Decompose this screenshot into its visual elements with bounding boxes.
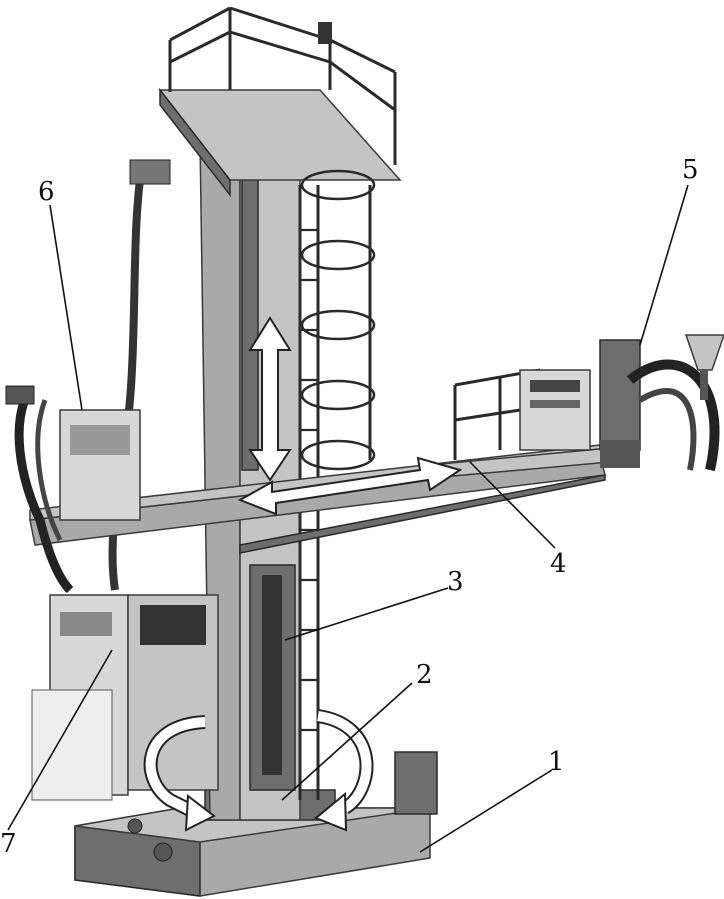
callout-3: 3 xyxy=(447,567,464,597)
leader-line-5 xyxy=(639,184,689,346)
leader-line-7 xyxy=(7,649,113,831)
rotation-arrow-right xyxy=(314,709,374,832)
base-carriage xyxy=(74,751,438,897)
callout-1: 1 xyxy=(548,747,565,777)
leader-line-6 xyxy=(49,204,83,411)
leader-line-1 xyxy=(419,769,553,853)
leader-line-2 xyxy=(281,682,413,801)
vertical-travel-arrow xyxy=(248,316,292,482)
leader-line-3 xyxy=(284,587,449,641)
horizontal-travel-arrow xyxy=(237,456,463,516)
hose-bracket xyxy=(129,159,171,185)
callout-7: 7 xyxy=(0,829,17,859)
welding-head xyxy=(519,334,724,472)
leader-line-4 xyxy=(469,461,556,549)
control-cabinet xyxy=(31,594,219,801)
callout-2: 2 xyxy=(416,660,433,690)
callout-4: 4 xyxy=(550,549,567,579)
wire-feeder-unit xyxy=(5,385,141,594)
rotation-arrow-left xyxy=(143,715,216,832)
top-platform xyxy=(158,6,402,198)
boom xyxy=(29,368,611,554)
callout-6: 6 xyxy=(38,177,55,207)
callout-5: 5 xyxy=(682,155,699,185)
